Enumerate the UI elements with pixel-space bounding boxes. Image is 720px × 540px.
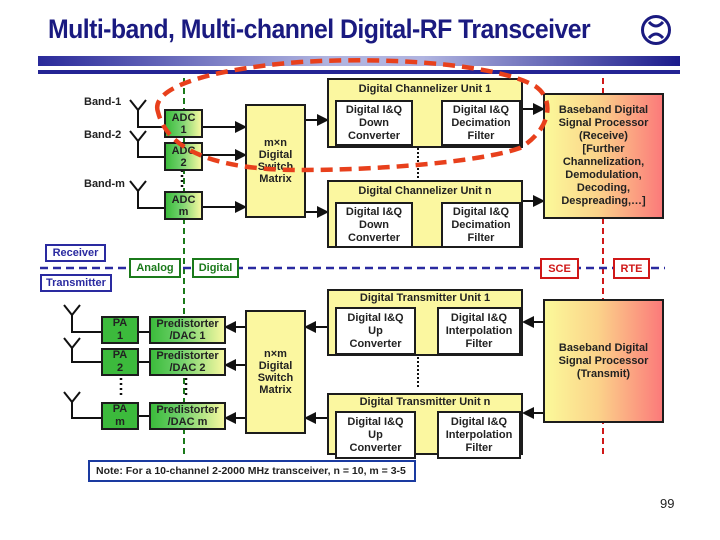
predistorter-dac-block: Predistorter/DAC 2 (149, 348, 226, 376)
predistorter-dac-block: Predistorter/DAC 1 (149, 316, 226, 344)
antenna-icon (129, 99, 164, 209)
rte-tag: RTE (613, 258, 650, 279)
circled-x-logo-icon (641, 15, 671, 45)
rx-switch-matrix: m×n Digital Switch Matrix (245, 104, 306, 218)
band-label: Band-m (84, 178, 125, 190)
page-number: 99 (660, 496, 675, 511)
antenna-icon (63, 304, 101, 419)
slide-title: Multi-band, Multi-channel Digital-RF Tra… (48, 14, 591, 44)
sce-tag: SCE (540, 258, 579, 279)
analog-tag: Analog (129, 258, 181, 278)
band-label: Band-1 (84, 96, 122, 108)
receiver-tag: Receiver (45, 244, 106, 262)
transmitter-tag: Transmitter (40, 274, 112, 292)
predistorter-dac-block: Predistorter/DAC m (149, 402, 226, 430)
band-label: Band-2 (84, 129, 122, 141)
footnote: Note: For a 10-channel 2-2000 MHz transc… (88, 460, 416, 482)
digital-tag: Digital (192, 258, 239, 278)
